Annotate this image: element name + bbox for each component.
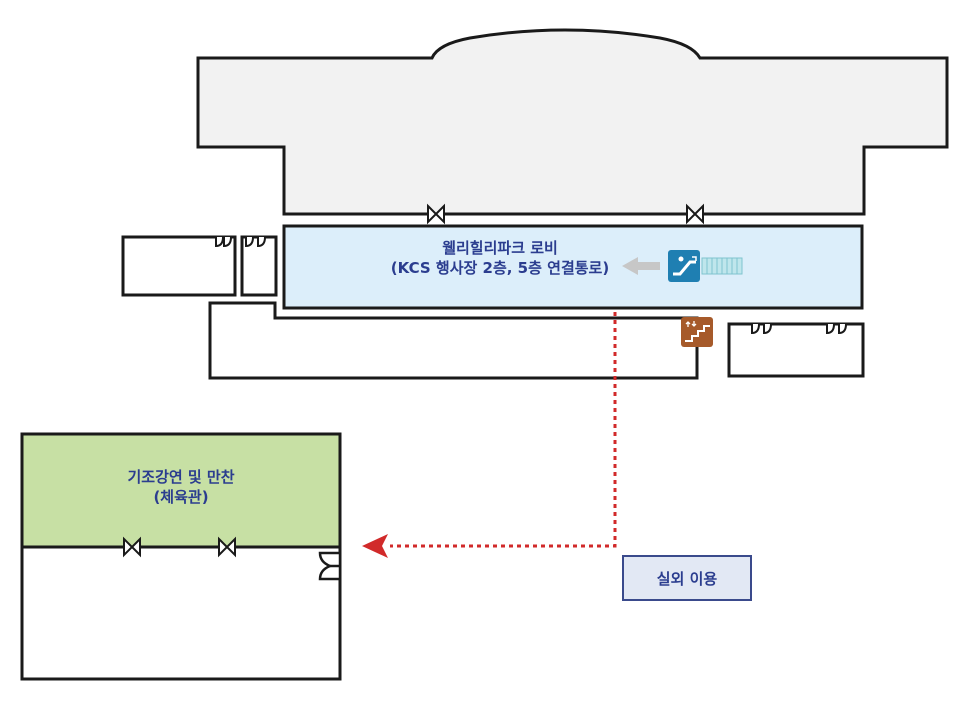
door-icon <box>123 536 141 558</box>
outdoor-route-label: 실외 이용 <box>622 555 752 601</box>
walking-route <box>362 312 617 558</box>
direction-arrow-icon <box>622 257 660 275</box>
door-icon <box>427 203 445 225</box>
door-icon <box>686 203 704 225</box>
lower-corridor <box>208 301 699 380</box>
lobby-area <box>282 224 864 310</box>
route-arrowhead <box>362 534 388 558</box>
gym-subtitle: (체육관) <box>153 488 209 507</box>
door-icon <box>218 536 236 558</box>
gym-lower-room <box>20 545 342 681</box>
door-icon <box>215 236 847 335</box>
gym-label: 기조강연 및 만찬 (체육관) <box>22 467 340 508</box>
outdoor-route-text: 실외 이용 <box>656 569 718 588</box>
lobby-name: 웰리힐리파크 로비 <box>442 239 558 257</box>
gym-name: 기조강연 및 만찬 <box>127 468 235 486</box>
escalator-icon <box>668 250 743 282</box>
lobby-label: 웰리힐리파크 로비 (KCS 행사장 2층, 5층 연결통로) <box>300 238 700 279</box>
door-icon <box>318 551 342 581</box>
main-hall <box>196 28 949 216</box>
lobby-subtitle: (KCS 행사장 2층, 5층 연결통로) <box>390 259 610 278</box>
stairs-icon <box>681 317 713 347</box>
